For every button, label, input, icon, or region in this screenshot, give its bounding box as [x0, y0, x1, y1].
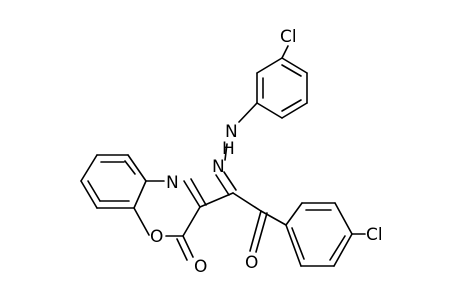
oxygen-label-lactone: O [194, 257, 207, 277]
bond [281, 99, 302, 112]
bond [183, 180, 201, 208]
chlorine-label-right: Cl [366, 225, 383, 245]
bond [281, 57, 308, 74]
bond [176, 238, 188, 261]
bond [182, 235, 194, 258]
bond [87, 180, 101, 202]
atom-labels: Cl N H N N O O O Cl [150, 27, 383, 277]
nitrogen-label-hydrazone-nh: N [225, 122, 238, 142]
bond [80, 180, 98, 209]
bond [232, 192, 262, 212]
bond [238, 102, 258, 123]
bond [291, 227, 305, 260]
bond [224, 143, 228, 161]
bond [249, 210, 262, 252]
nitrogen-label-ring: N [166, 173, 179, 193]
nitrogen-label-hydrazone: N [212, 157, 225, 177]
bond [199, 192, 234, 208]
oxygen-label-ring: O [150, 227, 163, 247]
bond [190, 178, 207, 206]
chlorine-label-top: Cl [280, 27, 297, 47]
hydrogen-label: H [222, 139, 235, 159]
bond [285, 224, 302, 267]
bond [127, 154, 147, 182]
bond [281, 64, 302, 77]
bond [334, 202, 353, 235]
bond [223, 171, 237, 191]
bond [256, 102, 283, 119]
bond [333, 233, 353, 267]
bond [329, 235, 346, 261]
bond-lines [80, 45, 366, 267]
bond [215, 174, 230, 196]
bond [133, 207, 150, 236]
bond [255, 212, 268, 253]
bond [281, 45, 289, 59]
bond [281, 102, 308, 119]
oxygen-label-ketone: O [245, 253, 258, 273]
bond [133, 180, 147, 209]
bond [260, 210, 287, 226]
bond [182, 206, 201, 237]
bond [256, 57, 283, 74]
bond [285, 202, 303, 226]
bond [124, 160, 136, 175]
bond [80, 154, 98, 182]
